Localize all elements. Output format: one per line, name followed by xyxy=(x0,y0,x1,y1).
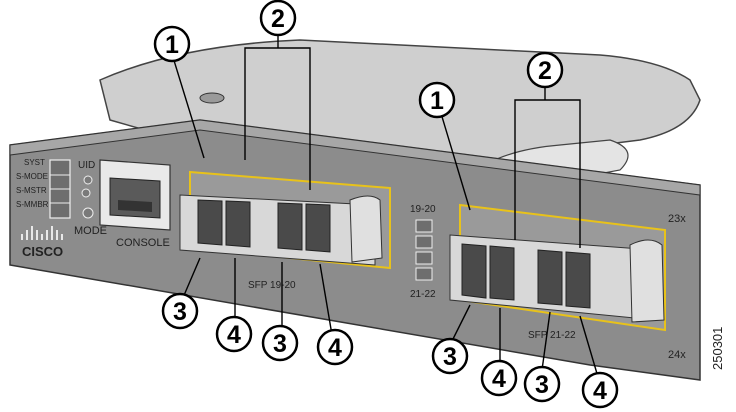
svg-text:3: 3 xyxy=(173,298,187,326)
callout-2-right: 2 xyxy=(526,51,564,89)
svg-text:3: 3 xyxy=(273,330,287,358)
callout-4-right-b: 4 xyxy=(581,371,619,409)
mode-label: MODE xyxy=(74,225,107,237)
cisco-logo: CISCO xyxy=(21,226,63,259)
port-23-label: 23x xyxy=(668,213,686,225)
sfp-latch-right[interactable] xyxy=(629,239,665,323)
callout-3-right-a: 3 xyxy=(431,337,469,375)
led-label-syst: SYST xyxy=(24,158,45,167)
led-label-smstr: S-MSTR xyxy=(16,186,47,195)
svg-text:4: 4 xyxy=(593,377,607,405)
svg-text:1: 1 xyxy=(430,87,444,115)
console-label: CONSOLE xyxy=(116,237,170,249)
sfp-module-right-1[interactable] xyxy=(461,243,515,301)
svg-text:2: 2 xyxy=(271,5,285,33)
callout-2-left: 2 xyxy=(259,0,297,37)
screw-hole xyxy=(199,92,225,104)
callout-3-left-a: 3 xyxy=(161,292,199,330)
port-leds xyxy=(415,219,433,281)
svg-text:1: 1 xyxy=(165,31,179,59)
callout-3-left-b: 3 xyxy=(261,324,299,362)
figure-id: 250301 xyxy=(710,327,725,370)
svg-text:3: 3 xyxy=(535,371,549,399)
leader-lines xyxy=(171,24,599,378)
callout-3-right-b: 3 xyxy=(523,365,561,403)
port-24-label: 24x xyxy=(668,349,686,361)
sfp-module-left-1[interactable] xyxy=(197,199,251,248)
sfp-module-right-2[interactable] xyxy=(537,249,591,309)
callout-1-right: 1 xyxy=(418,81,456,119)
uid-led xyxy=(83,175,93,185)
callout-1-left: 1 xyxy=(153,25,191,63)
svg-text:3: 3 xyxy=(443,343,457,371)
callout-4-left-a: 4 xyxy=(215,315,253,353)
sfp-right-label: SFP 21-22 xyxy=(528,330,576,341)
uid-label: UID xyxy=(78,160,95,171)
svg-text:2: 2 xyxy=(538,57,552,85)
led-label-smode: S-MODE xyxy=(16,172,48,181)
bezel-top-edge xyxy=(9,119,701,196)
port-group-left-top: 19-20 xyxy=(410,204,436,215)
sfp-left-label: SFP 19-20 xyxy=(248,280,296,291)
sfp-latch-left[interactable] xyxy=(349,195,383,263)
led-label-smmbr: S-MMBR xyxy=(16,200,49,209)
callout-4-right-a: 4 xyxy=(480,359,518,397)
svg-text:4: 4 xyxy=(328,334,342,362)
brand-text: CISCO xyxy=(22,244,63,259)
svg-text:4: 4 xyxy=(227,321,241,349)
mode-led-1 xyxy=(81,188,91,198)
console-port[interactable] xyxy=(109,177,161,219)
sfp-module-left-2[interactable] xyxy=(277,202,331,253)
port-group-left-bottom: 21-22 xyxy=(410,289,436,300)
mode-button[interactable] xyxy=(82,207,94,219)
callout-4-left-b: 4 xyxy=(316,328,354,366)
svg-text:4: 4 xyxy=(492,365,506,393)
